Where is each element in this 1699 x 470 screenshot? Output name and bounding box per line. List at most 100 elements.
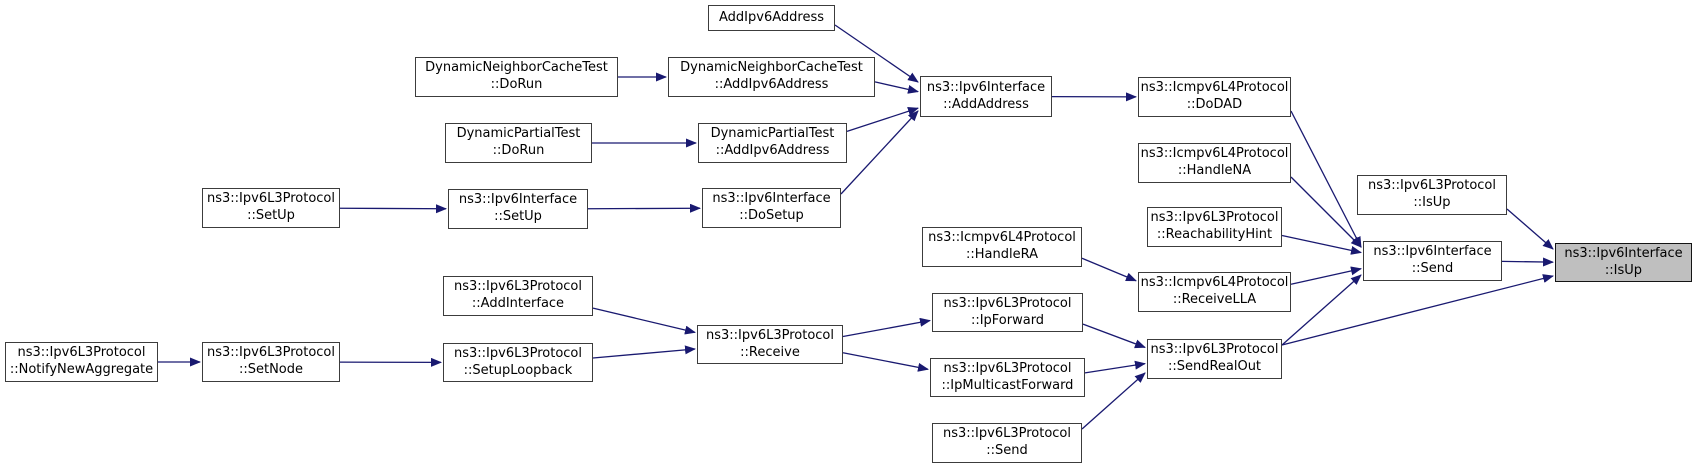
- edge-ipv6l3-ipforward--ipv6l3-sendrealout: [1082, 323, 1146, 349]
- edge-ipv6l3-setuploopback--ipv6l3-receive: [592, 345, 696, 359]
- graph-node-label: ::AddIpv6Address: [714, 77, 829, 92]
- graph-node-icmpv6-handlera[interactable]: ns3::Icmpv6L4Protocol::HandleRA: [922, 227, 1082, 267]
- graph-node-label: DynamicNeighborCacheTest: [425, 60, 608, 76]
- graph-node-label: ::SendRealOut: [1167, 359, 1262, 374]
- graph-node-ipv6l3-ipmulticastforward[interactable]: ns3::Ipv6L3Protocol::IpMulticastForward: [930, 358, 1085, 397]
- edge-icmpv6-dodad--ipv6interface-send: [1290, 110, 1362, 248]
- graph-node-label: ns3::Ipv6L3Protocol: [1150, 210, 1279, 226]
- edge-ipv6l3-isup--ipv6interface-isup: [1506, 208, 1554, 250]
- graph-node-ipv6l3-sendrealout[interactable]: ns3::Ipv6L3Protocol::SendRealOut: [1147, 339, 1282, 379]
- graph-node-ipv6interface-send[interactable]: ns3::Ipv6Interface::Send: [1363, 241, 1502, 281]
- graph-node-label: ::AddIpv6Address: [715, 143, 830, 158]
- graph-node-label: ns3::Icmpv6L4Protocol: [1140, 275, 1289, 291]
- edge-ipv6interface-setup--ipv6interface-dosetup: [587, 203, 701, 213]
- edge-ipv6l3-sendrealout--ipv6interface-isup: [1281, 274, 1554, 346]
- graph-node-label: ::Send: [986, 443, 1028, 458]
- graph-node-label: ns3::Ipv6Interface: [1564, 245, 1683, 261]
- graph-node-label: ns3::Ipv6L3Protocol: [943, 360, 1072, 376]
- graph-node-ipv6l3-reachabilityhint[interactable]: ns3::Ipv6L3Protocol::ReachabilityHint: [1147, 207, 1282, 247]
- graph-node-label: ns3::Ipv6Interface: [458, 192, 578, 208]
- edge-ipv6l3-receive--ipv6l3-ipforward: [842, 317, 931, 338]
- graph-node-label: ::AddAddress: [943, 96, 1029, 112]
- graph-node-ipv6l3-isup[interactable]: ns3::Ipv6L3Protocol::IsUp: [1357, 175, 1507, 215]
- edge-ipv6l3-send--ipv6l3-sendrealout: [1081, 372, 1146, 430]
- edge-group: [158, 24, 1554, 430]
- graph-node-label: ns3::Ipv6Interface: [1373, 244, 1492, 260]
- graph-node-label: ::IpMulticastForward: [941, 377, 1074, 393]
- graph-node-dpt-dorun[interactable]: DynamicPartialTest::DoRun: [445, 123, 592, 163]
- graph-node-label: ::DoSetup: [739, 208, 804, 223]
- graph-node-label: ns3::Ipv6L3Protocol: [943, 426, 1071, 442]
- graph-node-ipv6l3-ipforward[interactable]: ns3::Ipv6L3Protocol::IpForward: [932, 293, 1083, 332]
- graph-node-label: ns3::Ipv6L3Protocol: [454, 345, 582, 361]
- edge-ipv6l3-ipmulticastforward--ipv6l3-sendrealout: [1084, 360, 1146, 374]
- edge-icmpv6-handlena--ipv6interface-send: [1290, 176, 1362, 248]
- edge-ipv6l3-sendrealout--ipv6interface-send: [1281, 274, 1362, 346]
- graph-node-label: ::Receive: [740, 344, 800, 360]
- edge-ipv6l3-addinterface--ipv6l3-receive: [592, 307, 696, 335]
- graph-node-label: ns3::Ipv6L3Protocol: [17, 345, 146, 361]
- graph-node-icmpv6-dodad[interactable]: ns3::Icmpv6L4Protocol::DoDAD: [1138, 77, 1291, 117]
- graph-node-label: ns3::Ipv6L3Protocol: [1150, 342, 1279, 358]
- graph-node-label: ::IsUp: [1413, 195, 1451, 210]
- graph-node-label: ns3::Icmpv6L4Protocol: [928, 230, 1076, 246]
- graph-node-label: ns3::Icmpv6L4Protocol: [1140, 146, 1289, 162]
- graph-node-ipv6l3-setnode[interactable]: ns3::Ipv6L3Protocol::SetNode: [202, 342, 340, 382]
- graph-node-ipv6interface-addaddress[interactable]: ns3::Ipv6Interface::AddAddress: [920, 76, 1052, 117]
- graph-node-label: ::IsUp: [1604, 262, 1643, 278]
- graph-node-label: ::NotifyNewAggregate: [9, 362, 154, 377]
- edge-ipv6l3-reachabilityhint--ipv6interface-send: [1281, 234, 1362, 255]
- graph-node-label: ns3::Ipv6L3Protocol: [706, 327, 834, 343]
- graph-node-label: ns3::Ipv6L3Protocol: [207, 345, 335, 361]
- graph-node-label: DynamicPartialTest: [710, 126, 835, 142]
- graph-node-label: ns3::Ipv6L3Protocol: [207, 191, 335, 207]
- graph-node-label: ns3::Ipv6Interface: [926, 79, 1046, 95]
- graph-node-ipv6l3-setup[interactable]: ns3::Ipv6L3Protocol::SetUp: [202, 188, 340, 228]
- graph-node-label: ::HandleNA: [1177, 163, 1252, 178]
- graph-node-ipv6l3-addinterface[interactable]: ns3::Ipv6L3Protocol::AddInterface: [443, 276, 593, 316]
- edge-ipv6interface-send--ipv6interface-isup: [1501, 257, 1554, 267]
- edge-ipv6l3-receive--ipv6l3-ipmulticastforward: [842, 352, 929, 372]
- edge-ipv6interface-dosetup--ipv6interface-addaddress: [840, 110, 919, 195]
- graph-node-ipv6interface-setup[interactable]: ns3::Ipv6Interface::SetUp: [448, 189, 588, 229]
- graph-node-label: ns3::Ipv6L3Protocol: [1368, 178, 1496, 194]
- graph-node-label: ns3::Icmpv6L4Protocol: [1140, 80, 1289, 96]
- graph-node-label: ns3::Ipv6L3Protocol: [454, 279, 582, 295]
- graph-node-label: DynamicPartialTest: [456, 126, 581, 142]
- graph-node-ipv6l3-setuploopback[interactable]: ns3::Ipv6L3Protocol::SetupLoopback: [443, 343, 593, 382]
- edge-dpt-addipv6address--ipv6interface-addaddress: [846, 106, 919, 132]
- graph-node-ipv6interface-isup[interactable]: ns3::Ipv6Interface::IsUp: [1555, 243, 1692, 282]
- edge-icmpv6-receivella--ipv6interface-send: [1290, 266, 1362, 285]
- graph-node-dnct-dorun[interactable]: DynamicNeighborCacheTest::DoRun: [415, 57, 618, 97]
- graph-node-label: DynamicNeighborCacheTest: [680, 60, 863, 76]
- graph-node-label: ns3::Ipv6Interface: [712, 191, 831, 207]
- graph-node-label: ::DoRun: [492, 143, 545, 158]
- graph-node-label: ::ReachabilityHint: [1156, 227, 1273, 242]
- graph-node-ipv6interface-dosetup[interactable]: ns3::Ipv6Interface::DoSetup: [702, 188, 841, 228]
- graph-node-label: ::ReceiveLLA: [1172, 292, 1257, 307]
- graph-node-label: ::DoRun: [490, 77, 543, 92]
- graph-node-icmpv6-handlena[interactable]: ns3::Icmpv6L4Protocol::HandleNA: [1138, 143, 1291, 183]
- graph-node-label: ::SetNode: [238, 362, 304, 377]
- graph-node-label: ::Send: [1411, 261, 1454, 276]
- graph-node-ipv6l3-notifynewaggregate[interactable]: ns3::Ipv6L3Protocol::NotifyNewAggregate: [5, 342, 158, 382]
- graph-node-icmpv6-receivella[interactable]: ns3::Icmpv6L4Protocol::ReceiveLLA: [1138, 272, 1291, 312]
- graph-node-addipv6address-free[interactable]: AddIpv6Address: [708, 5, 835, 31]
- graph-node-label: ::SetUp: [247, 208, 295, 223]
- graph-node-ipv6l3-send[interactable]: ns3::Ipv6L3Protocol::Send: [932, 423, 1082, 463]
- graph-node-label: ns3::Ipv6L3Protocol: [943, 295, 1072, 311]
- graph-node-label: ::AddInterface: [471, 296, 565, 311]
- graph-node-ipv6l3-receive[interactable]: ns3::Ipv6L3Protocol::Receive: [697, 325, 843, 364]
- graph-node-label: ::SetupLoopback: [463, 362, 573, 378]
- graph-node-label: ::IpForward: [970, 312, 1045, 328]
- graph-node-label: ::HandleRA: [965, 247, 1038, 262]
- edge-icmpv6-handlera--icmpv6-receivella: [1081, 257, 1137, 282]
- graph-node-label: ::DoDAD: [1186, 97, 1243, 112]
- graph-node-dpt-addipv6address[interactable]: DynamicPartialTest::AddIpv6Address: [698, 123, 847, 163]
- graph-node-label: AddIpv6Address: [719, 9, 824, 25]
- graph-node-dnct-addipv6address[interactable]: DynamicNeighborCacheTest::AddIpv6Address: [668, 57, 875, 97]
- edge-dnct-addipv6address--ipv6interface-addaddress: [874, 81, 919, 94]
